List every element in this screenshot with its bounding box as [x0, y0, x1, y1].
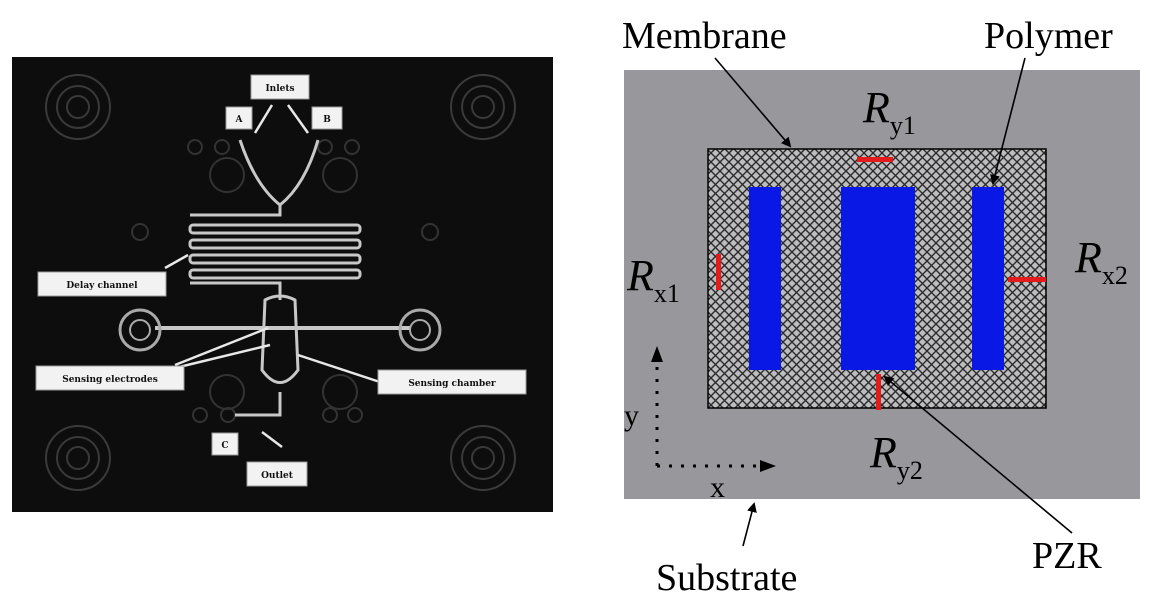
label-sensing-electrodes: Sensing electrodes	[35, 365, 185, 391]
piezoresistor-ry2	[876, 374, 881, 410]
polymer-block-left	[749, 187, 781, 370]
chip-pointer-lines	[164, 104, 381, 448]
polymer-arrow	[990, 57, 1026, 185]
polymer-block-right	[972, 187, 1004, 370]
svg-text:Sensing chamber: Sensing chamber	[408, 379, 496, 389]
pzr-arrow	[883, 375, 1073, 534]
svg-text:Outlet: Outlet	[261, 471, 294, 481]
resistor-ry2-label: Ry2	[869, 428, 923, 485]
svg-text:Sensing electrodes: Sensing electrodes	[62, 375, 158, 385]
piezoresistor-rx2	[1008, 277, 1046, 282]
label-sensing-chamber: Sensing chamber	[377, 369, 527, 395]
y-axis-arrow	[651, 346, 663, 362]
piezoresistor-rx1	[716, 254, 721, 290]
resistor-ry1-label: Ry1	[862, 83, 916, 140]
membrane-label: Membrane	[622, 15, 787, 57]
svg-text:A: A	[235, 115, 244, 125]
svg-text:B: B	[323, 115, 331, 125]
resistor-rx2-label: Rx2	[1074, 233, 1128, 290]
polymer-block-center	[841, 187, 915, 370]
axis-x-label: x	[710, 471, 725, 504]
label-outlet-c: C	[211, 432, 239, 456]
label-outlet: Outlet	[246, 461, 308, 487]
resistor-rx1-label: Rx1	[626, 251, 680, 308]
pzr-label: PZR	[1032, 535, 1102, 577]
chip-photo: Inlets A B Delay channel Sensing electro…	[12, 57, 553, 512]
polymer-label: Polymer	[984, 15, 1113, 57]
x-axis-arrow	[760, 460, 776, 472]
membrane-schematic: y x Membrane Polymer Substrate PZR Ry1 R…	[622, 15, 1140, 595]
label-inlets: Inlets	[250, 74, 310, 100]
faint-pads	[131, 139, 439, 423]
membrane-arrow	[714, 57, 792, 148]
channels	[188, 139, 362, 417]
coordinate-axes: y x	[624, 346, 776, 504]
svg-text:C: C	[221, 441, 228, 451]
substrate-arrow	[742, 502, 757, 547]
electrode-lines	[118, 308, 442, 352]
axis-y-label: y	[624, 399, 639, 432]
svg-text:Delay channel: Delay channel	[66, 281, 138, 291]
label-inlet-a: A	[225, 106, 253, 130]
label-delay-channel: Delay channel	[37, 271, 167, 297]
label-inlet-b: B	[311, 106, 343, 130]
substrate-label: Substrate	[656, 557, 797, 595]
piezoresistor-ry1	[857, 157, 893, 162]
svg-text:Inlets: Inlets	[265, 84, 294, 94]
corner-rings	[45, 74, 516, 491]
